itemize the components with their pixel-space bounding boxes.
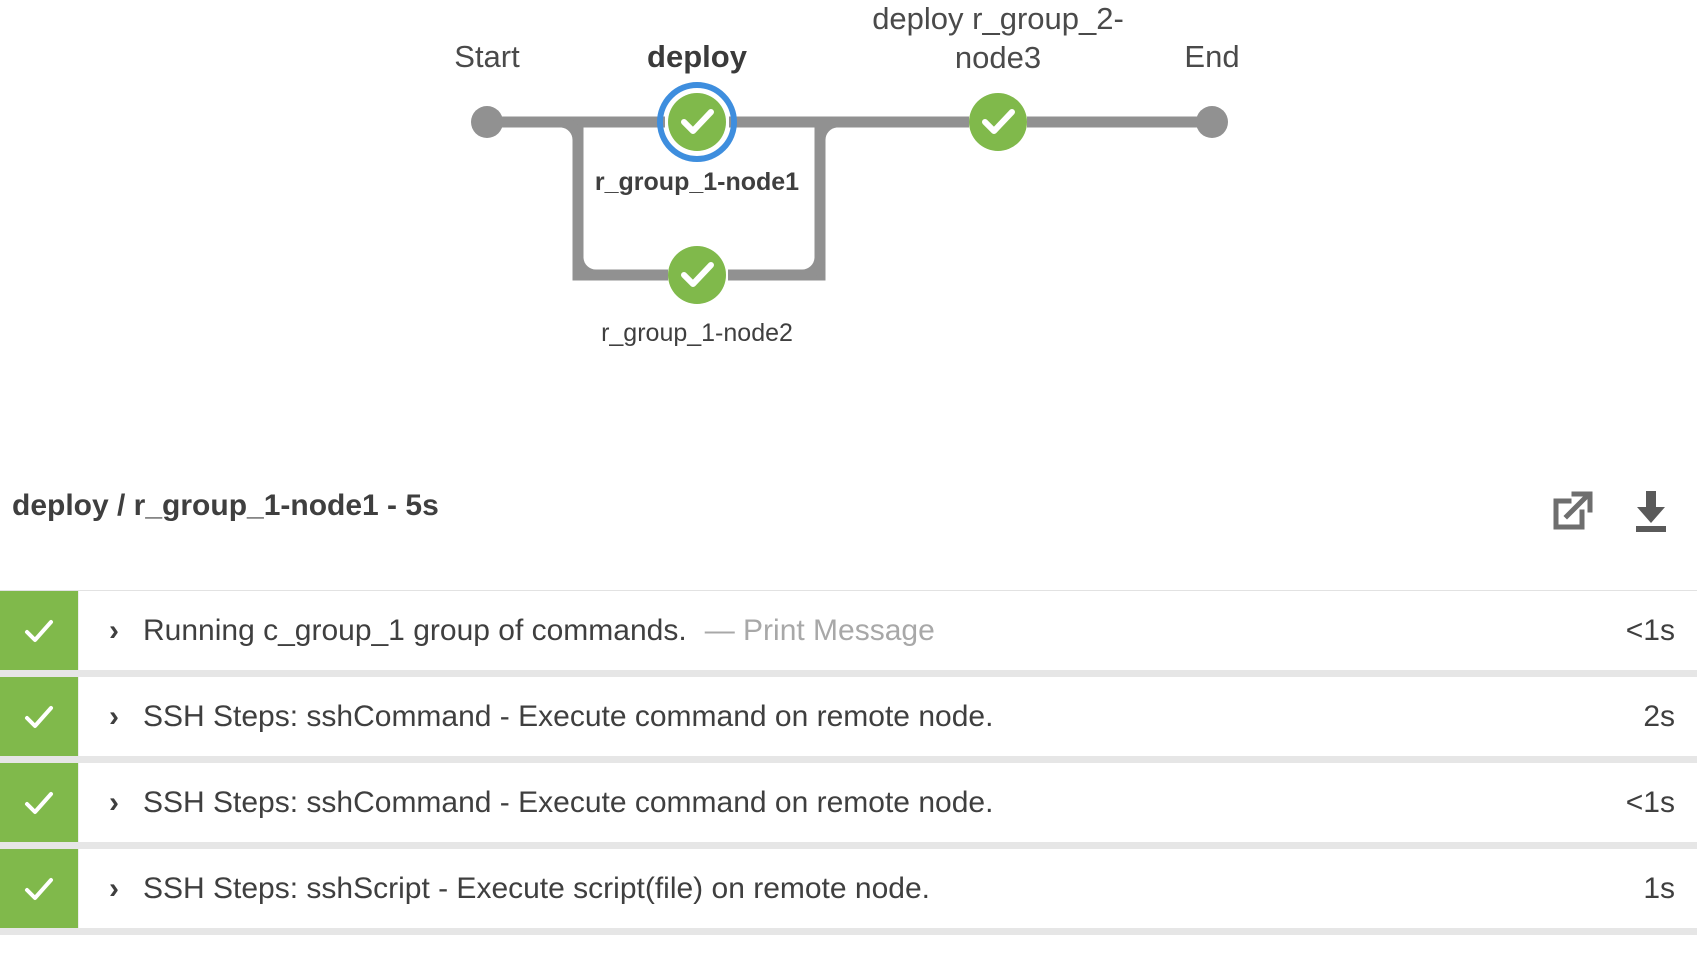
check-icon [25,705,53,728]
row-label: SSH Steps: sshCommand - Execute command … [143,699,994,733]
start-label: Start [454,39,520,74]
row-duration: <1s [1625,613,1675,647]
chevron-right-icon[interactable]: › [109,785,119,819]
row-duration: 2s [1643,699,1675,733]
end-node-dot [1196,106,1228,138]
detail-title: deploy / r_group_1-node1 - 5s [12,489,439,522]
selected-ring [657,82,737,162]
corner-right-top [814,116,843,150]
node-caption-r_group_1-node2: r_group_1-node2 [601,319,793,347]
row-label: SSH Steps: sshCommand - Execute command … [143,785,994,819]
row-duration: <1s [1625,785,1675,819]
chevron-right-icon[interactable]: › [109,613,119,647]
check-icon [681,262,714,287]
status-badge-success [0,677,78,756]
row-body: › SSH Steps: sshCommand - Execute comman… [78,763,1555,842]
status-badge-success [0,591,78,670]
end-label: End [1184,39,1240,74]
node-deploy-r_group_1-node1[interactable] [668,93,726,151]
connector-branch-left [572,122,668,281]
status-badge-success [0,849,78,928]
node-deploy-r_group_1-node2[interactable] [668,246,726,304]
check-icon [681,109,714,134]
status-badge-success [0,763,78,842]
corner-right-bottom [788,257,826,281]
corner-left-top [555,116,584,150]
row-label: Running c_group_1 group of commands. [143,613,687,647]
row-body: › Running c_group_1 group of commands. —… [78,591,1555,670]
table-row[interactable]: › Running c_group_1 group of commands. —… [0,591,1697,677]
table-row[interactable]: › SSH Steps: sshScript - Execute script(… [0,849,1697,935]
row-label: SSH Steps: sshScript - Execute script(fi… [143,871,930,905]
check-icon [25,791,53,814]
node-deploy-r_group_2-node3[interactable] [969,93,1027,151]
table-row[interactable]: › SSH Steps: sshCommand - Execute comman… [0,763,1697,849]
external-link-icon[interactable] [1547,483,1599,535]
start-node-dot [471,106,503,138]
row-body: › SSH Steps: sshCommand - Execute comman… [78,677,1555,756]
check-icon [25,877,53,900]
corner-left-bottom [572,257,610,281]
stage-title-deploy: deploy [647,39,747,74]
row-sublabel: — Print Message [704,613,935,647]
chevron-right-icon[interactable]: › [109,699,119,733]
workflow-graph: Start deploy deploy r_group_2- node3 End… [0,0,1697,470]
row-body: › SSH Steps: sshScript - Execute script(… [78,849,1555,928]
detail-header: deploy / r_group_1-node1 - 5s [0,489,1697,557]
node-caption-r_group_1-node1: r_group_1-node1 [594,168,800,196]
log-step-list: › Running c_group_1 group of commands. —… [0,590,1697,935]
chevron-right-icon[interactable]: › [109,871,119,905]
workflow-graph-canvas [471,82,1228,304]
table-row[interactable]: › SSH Steps: sshCommand - Execute comman… [0,677,1697,763]
row-duration: 1s [1643,871,1675,905]
check-icon [25,619,53,642]
stage-title-deploy-r_group_2-node3: deploy r_group_2- node3 [872,1,1124,75]
connector-branch-right [728,122,826,281]
download-icon[interactable] [1625,483,1677,535]
check-icon [982,109,1015,134]
